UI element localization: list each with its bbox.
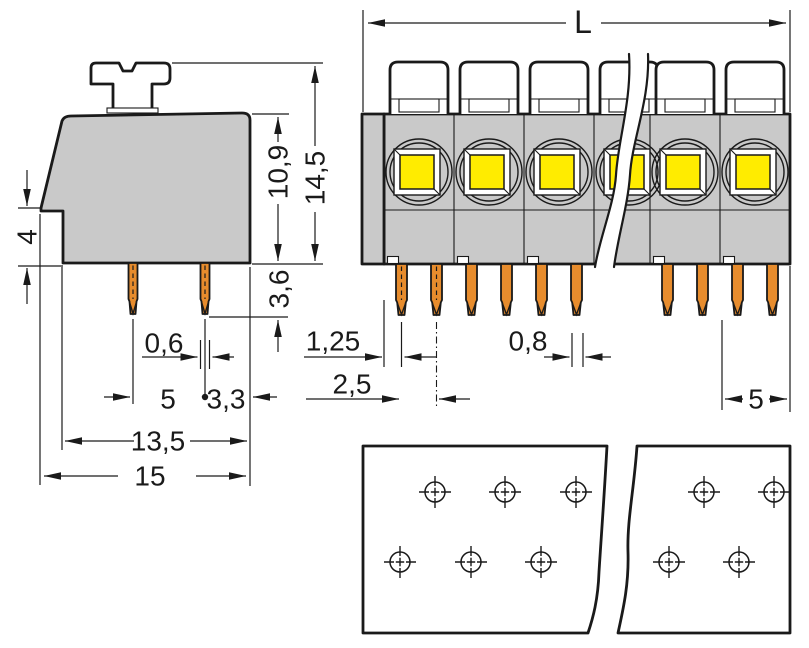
break-line	[612, 52, 650, 269]
dim-label-front-step-height: 4	[12, 229, 43, 245]
dim-label-pin-pitch: 2,5	[333, 369, 372, 400]
dimension-first-pin-offset: 1,25	[304, 326, 437, 361]
solder-pin-side	[199, 262, 211, 315]
screw-collar	[106, 107, 159, 114]
dim-label-total-length: L	[574, 4, 592, 40]
front-extension-lines	[362, 10, 791, 412]
housing-notch	[526, 255, 540, 265]
wire-port	[388, 60, 450, 116]
dim-label-pin-width-front: 0,8	[509, 326, 548, 357]
wire-port	[458, 60, 520, 116]
dim-label-pin-length: 3,6	[264, 270, 295, 309]
pcb-outline-right	[616, 444, 792, 635]
solder-pin	[731, 263, 744, 316]
wire-port	[528, 60, 590, 116]
solder-pin	[766, 263, 779, 316]
pole-partition-lines	[453, 114, 721, 264]
dim-label-body-height: 10,9	[263, 145, 294, 200]
drilling-plan	[361, 444, 792, 635]
dimension-total-depth: 15	[44, 461, 246, 492]
housing-notch	[722, 255, 736, 265]
solder-pin	[535, 263, 548, 316]
pcb-outline-left	[361, 444, 609, 635]
housing-notch	[386, 255, 400, 265]
dim-label-total-height: 14,5	[300, 151, 331, 206]
solder-pin	[500, 263, 513, 316]
solder-pin	[431, 264, 442, 315]
solder-pin	[661, 263, 674, 316]
dimension-front-step-height: 4	[12, 170, 43, 304]
dim-label-pin-spacing: 5	[160, 384, 176, 415]
terminal-housing-side	[39, 111, 252, 265]
break-line	[593, 52, 631, 269]
dimension-body-height: 10,9	[263, 117, 294, 261]
solder-pin	[465, 263, 478, 316]
dim-label-pole-pitch: 5	[748, 384, 764, 415]
dimension-total-height: 14,5	[300, 66, 331, 261]
dim-label-first-pin-offset: 1,25	[306, 326, 361, 357]
housing-notch	[652, 255, 666, 265]
dimension-pin-width-front: 0,8	[509, 326, 611, 361]
side-extension-lines	[18, 62, 323, 486]
side-view: 4 10,9 14,5 3,6 0,6 5 3,3	[12, 61, 331, 492]
wire-port	[724, 60, 786, 116]
dimension-pin-spacing: 5	[104, 384, 176, 415]
dimension-pin-length: 3,6	[264, 270, 295, 352]
solder-pin-side	[127, 262, 139, 315]
dim-label-pin-to-edge: 3,3	[207, 384, 246, 415]
reference-dot	[201, 393, 209, 401]
dimension-total-length: L	[368, 4, 786, 40]
dimension-body-depth: 13,5	[65, 426, 247, 457]
clamp-screw-side	[89, 61, 172, 114]
front-view: L 1,25 2,5 0,8 5	[304, 4, 792, 415]
break-band	[595, 54, 649, 267]
wire-port	[654, 60, 716, 116]
dimension-pin-width-side: 0,6	[142, 328, 234, 361]
dimension-pin-pitch: 2,5	[306, 369, 470, 403]
housing-notch	[456, 255, 470, 265]
dim-label-total-depth: 15	[134, 461, 165, 492]
solder-pin	[396, 264, 407, 315]
dimension-pole-pitch: 5	[725, 384, 787, 415]
end-plate	[360, 112, 386, 266]
dim-label-pin-width-side: 0,6	[145, 328, 184, 359]
solder-pin	[696, 263, 709, 316]
dim-label-body-depth: 13,5	[131, 426, 186, 457]
solder-pin	[570, 263, 583, 316]
dimension-pin-to-edge: 3,3	[201, 384, 277, 415]
